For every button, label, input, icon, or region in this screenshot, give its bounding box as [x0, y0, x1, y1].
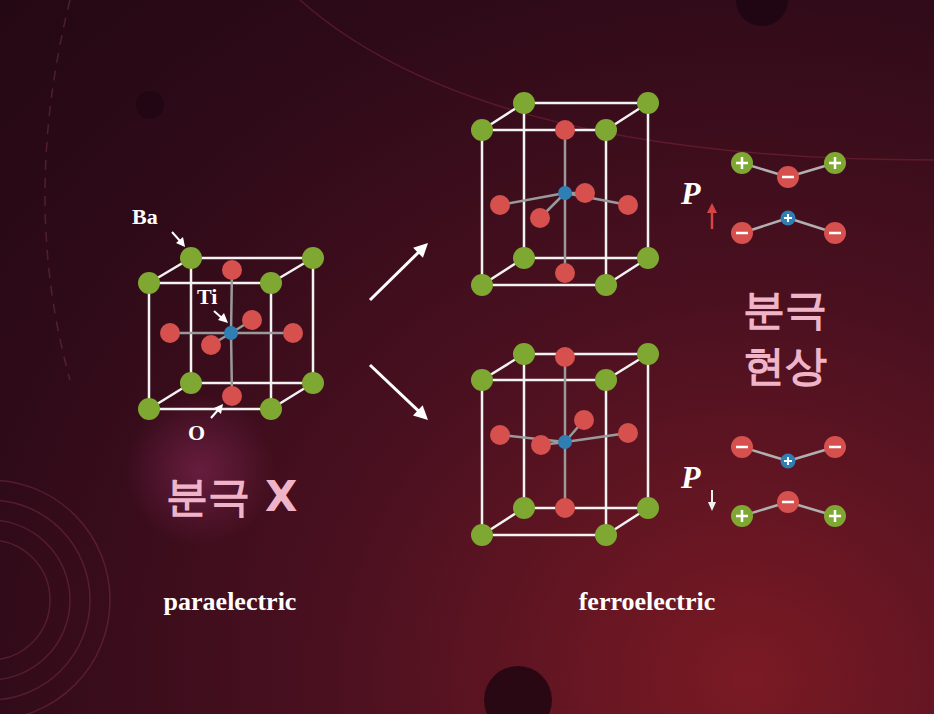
unit-cell-figure: P — [428, 90, 728, 305]
polarization-symbol: P — [681, 175, 701, 211]
arrow-head — [413, 405, 428, 420]
transition-arrow — [370, 365, 428, 420]
polarization-symbol: P — [681, 459, 701, 495]
atom-label: O — [188, 421, 205, 445]
arrow-shaft — [370, 250, 421, 300]
state-label: 분극 현상 — [720, 282, 850, 394]
unit-cell-figure: P — [428, 340, 728, 555]
unit-cell-figure: 분극 X — [130, 240, 370, 530]
phase-caption: ferroelectric — [517, 586, 777, 618]
arrow-shaft — [370, 365, 421, 413]
atom-label: Ti — [197, 285, 217, 309]
state-label: 분극 X — [130, 469, 334, 525]
transition-arrow — [370, 243, 428, 300]
atom-label: Ba — [132, 205, 158, 229]
phase-caption: paraelectric — [100, 586, 360, 618]
arrow-head — [413, 243, 428, 258]
